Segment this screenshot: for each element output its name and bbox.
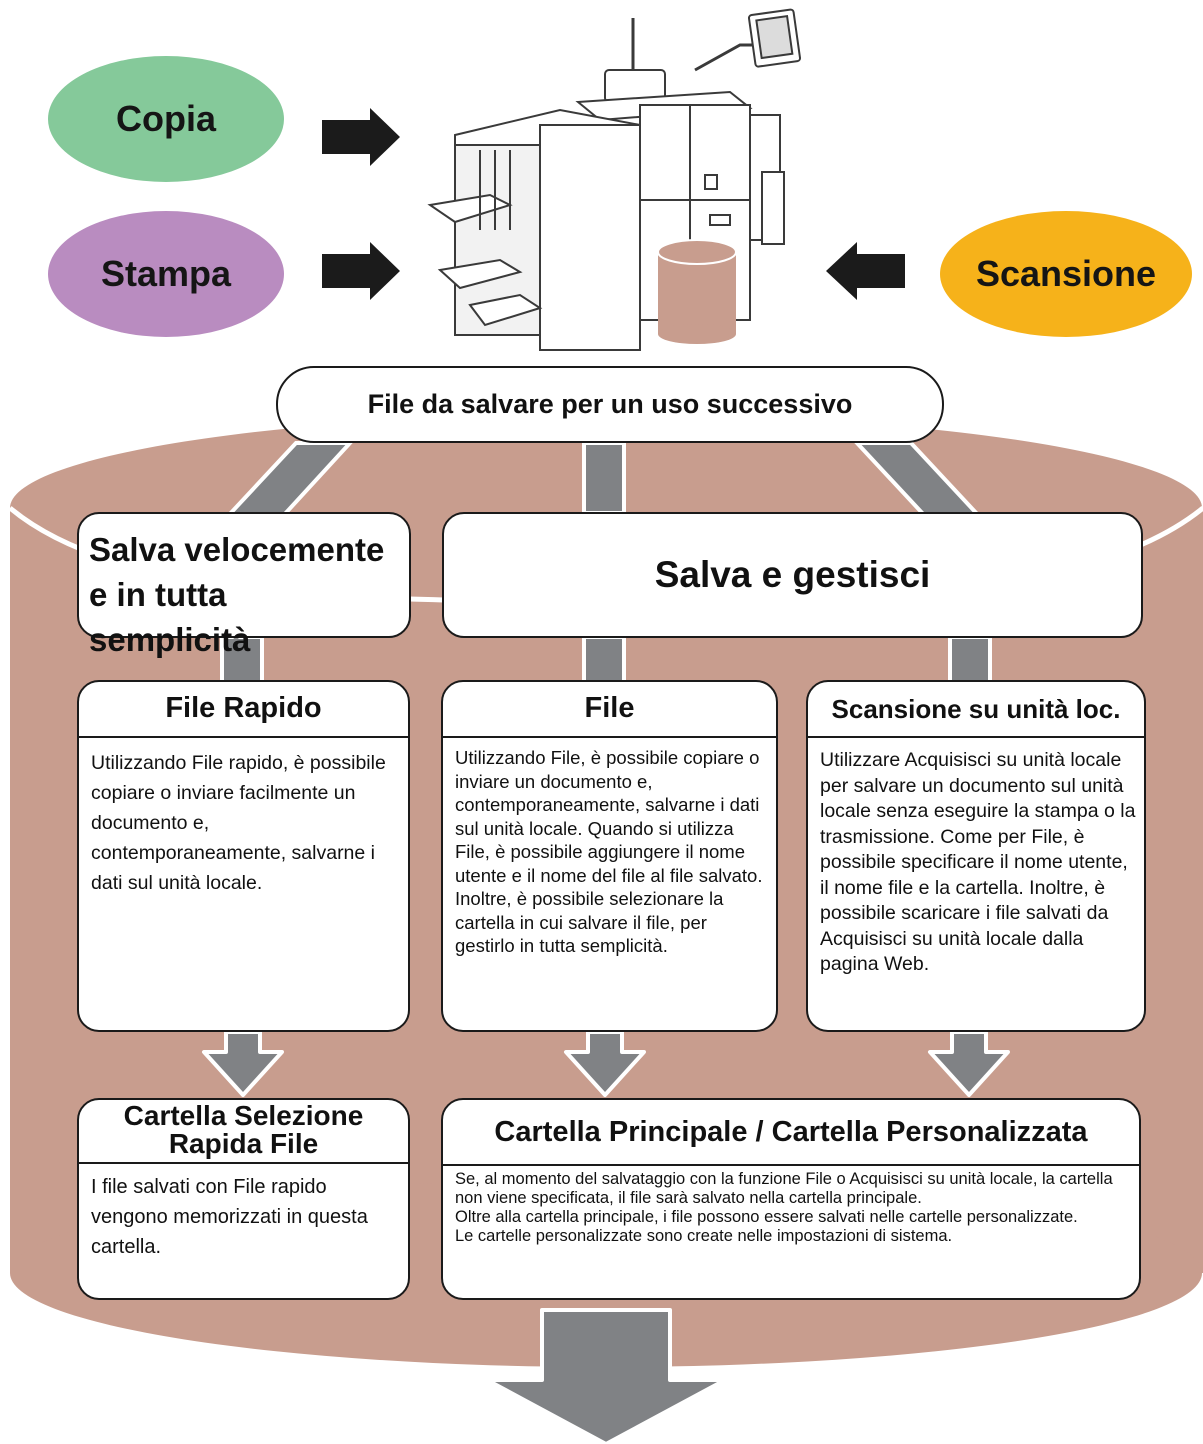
main-folder-line: Se, al momento del salvataggio con la fu… (455, 1170, 1113, 1207)
main-folder-box: Cartella Principale / Cartella Personali… (441, 1098, 1141, 1300)
arrow-right-icon (322, 108, 400, 166)
down-arrow-icon (202, 1030, 284, 1097)
main-folder-text: Se, al momento del salvataggio con la fu… (443, 1170, 1139, 1246)
scan-local-text: Utilizzare Acquisisci su unità locale pe… (820, 749, 1136, 975)
manage-category-box: Salva e gestisci (442, 512, 1143, 638)
down-arrow-icon (564, 1030, 646, 1097)
file-text: Utilizzando File, è possibile copiare o … (455, 747, 763, 956)
input-arrows (322, 108, 905, 300)
scan-label: Scansione (975, 253, 1157, 294)
quick-file-box: File Rapido Utilizzando File rapido, è p… (77, 680, 410, 1032)
mfp-printer-icon (427, 8, 802, 351)
arrow-right-icon (322, 242, 400, 300)
file-box: File Utilizzando File, è possibile copia… (441, 680, 778, 1032)
arrow-left-icon (826, 242, 905, 300)
manage-category-title: Salva e gestisci (654, 554, 931, 595)
quick-category-box: Salva velocemente e in tutta semplicità (77, 512, 411, 658)
storage-label-box: File da salvare per un uso successivo (276, 366, 944, 443)
scan-oval: Scansione (940, 211, 1192, 337)
quick-folder-text: I file salvati con File rapido vengono m… (91, 1176, 368, 1258)
divider (79, 736, 408, 738)
quick-file-title: File Rapido (165, 692, 322, 724)
storage-cylinder-icon (657, 239, 737, 344)
main-folder-line: Oltre alla cartella principale, i file p… (455, 1208, 1078, 1226)
main-folder-title: Cartella Principale / Cartella Personali… (494, 1116, 1088, 1148)
print-oval: Stampa (48, 211, 284, 337)
scan-local-title: Scansione su unità loc. (831, 694, 1121, 724)
down-arrow-icon (928, 1030, 1010, 1097)
quick-file-text: Utilizzando File rapido, è possibile cop… (91, 752, 386, 894)
down-arrows (202, 1030, 1010, 1444)
copy-oval: Copia (48, 56, 284, 182)
divider (808, 736, 1144, 738)
quick-category-title: Salva velocemente e in tutta semplicità (89, 531, 385, 658)
divider (79, 1162, 408, 1164)
scan-local-box: Scansione su unità loc. Utilizzare Acqui… (806, 680, 1146, 1032)
quick-folder-box: Cartella Selezione Rapida File I file sa… (77, 1098, 410, 1300)
copy-label: Copia (115, 98, 216, 139)
quick-folder-title: Cartella Selezione Rapida File (123, 1100, 364, 1159)
print-label: Stampa (100, 253, 232, 294)
divider (443, 1164, 1139, 1166)
storage-label: File da salvare per un uso successivo (367, 389, 853, 419)
divider (443, 736, 776, 738)
file-title: File (584, 692, 635, 724)
big-down-arrow-icon (485, 1308, 727, 1444)
main-folder-line: Le cartelle personalizzate sono create n… (455, 1227, 953, 1245)
